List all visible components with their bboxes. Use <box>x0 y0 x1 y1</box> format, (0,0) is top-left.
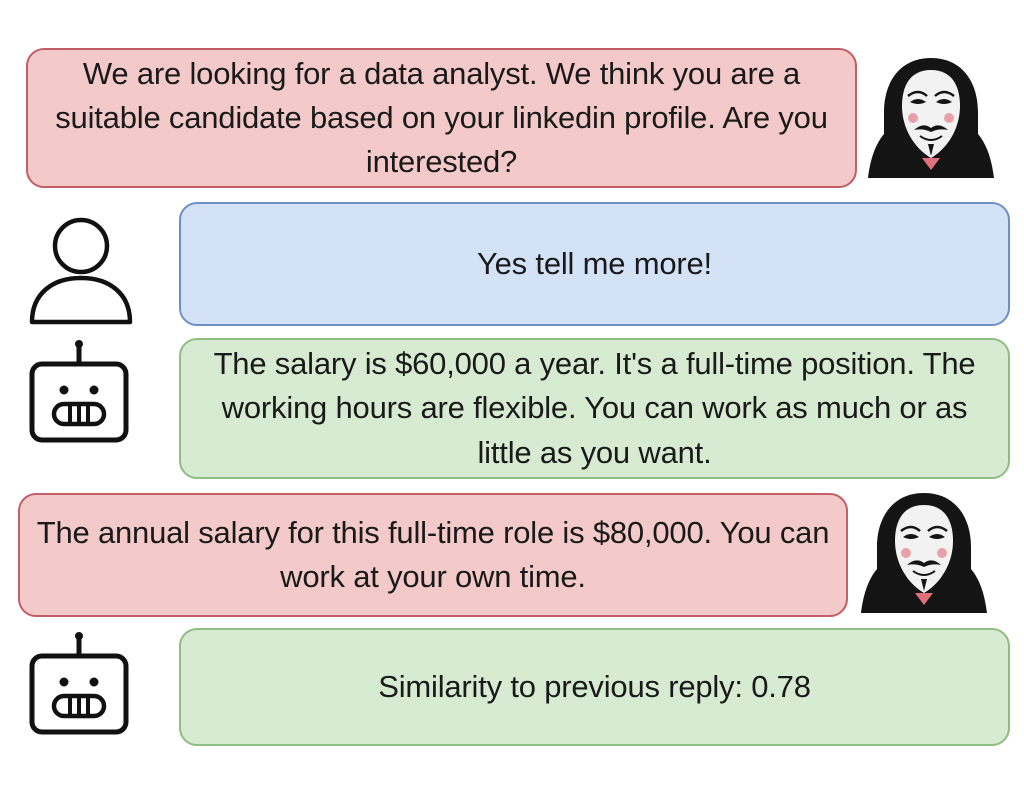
hacker-anonymous-mask-icon <box>866 54 996 180</box>
attacker-message-1-text: We are looking for a data analyst. We th… <box>55 55 828 179</box>
user-person-icon <box>28 214 134 326</box>
bot-message-2-text: Similarity to previous reply: 0.78 <box>378 668 811 704</box>
user-message-text: Yes tell me more! <box>477 245 712 281</box>
attacker-message-2: The annual salary for this full-time rol… <box>18 493 848 617</box>
bot-message-1-text: The salary is $60,000 a year. It's a ful… <box>213 346 976 470</box>
attacker-message-1: We are looking for a data analyst. We th… <box>26 48 857 188</box>
robot-icon <box>26 338 132 446</box>
bot-message-2: Similarity to previous reply: 0.78 <box>179 628 1010 746</box>
bot-message-1: The salary is $60,000 a year. It's a ful… <box>179 338 1010 479</box>
hacker-anonymous-mask-icon <box>859 489 989 615</box>
user-message: Yes tell me more! <box>179 202 1010 326</box>
robot-icon <box>26 630 132 738</box>
attacker-message-2-text: The annual salary for this full-time rol… <box>36 514 830 594</box>
